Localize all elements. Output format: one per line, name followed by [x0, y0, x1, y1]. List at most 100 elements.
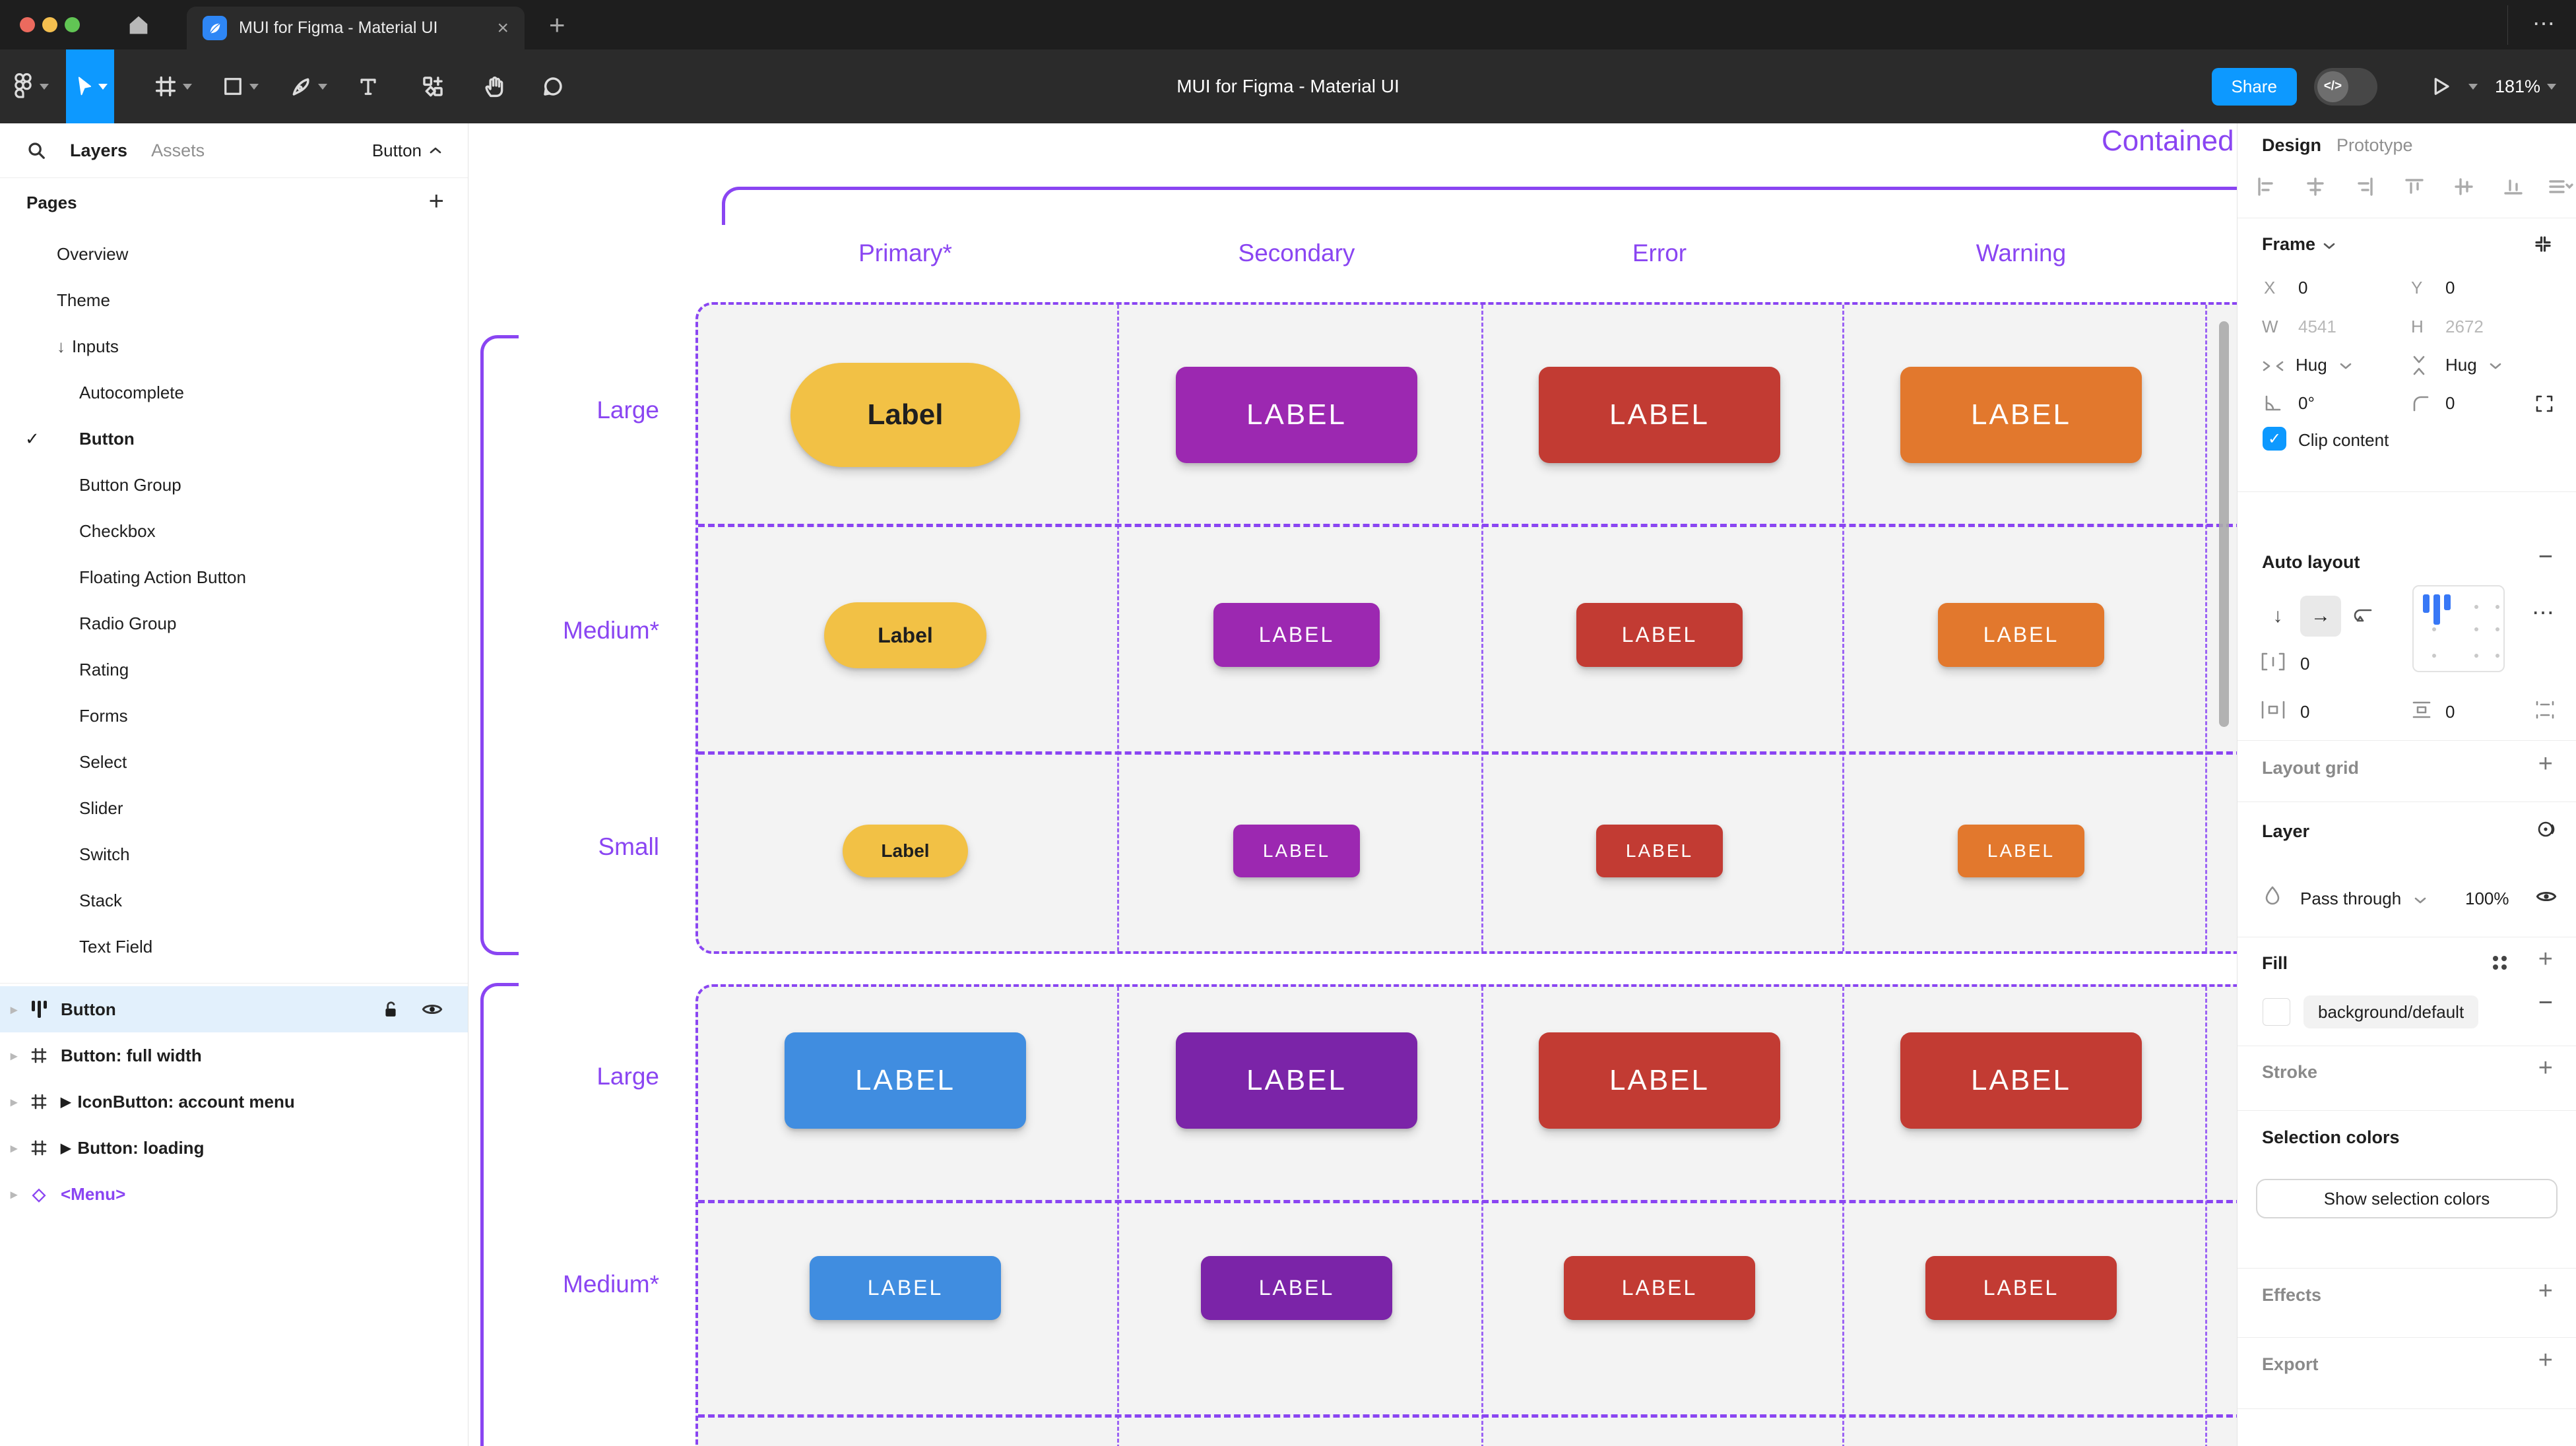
page-item-slider[interactable]: Slider	[79, 798, 123, 818]
zoom-level-control[interactable]: 181%	[2495, 77, 2556, 97]
blend-mode-icon[interactable]	[2536, 819, 2556, 839]
align-top-icon[interactable]	[2403, 175, 2426, 198]
canvas-button[interactable]: LABEL	[1539, 367, 1780, 463]
align-bottom-icon[interactable]	[2502, 175, 2525, 198]
canvas-button[interactable]: LABEL	[1201, 1256, 1392, 1320]
frame-tool-button[interactable]	[150, 49, 197, 123]
layer-row-iconbutton-account-menu[interactable]: ▸ ▶ IconButton: account menu	[11, 1091, 295, 1112]
tab-assets[interactable]: Assets	[151, 140, 205, 160]
canvas-button[interactable]: Label	[843, 825, 968, 877]
move-tool-button[interactable]	[66, 49, 114, 123]
x-value[interactable]: 0	[2298, 278, 2308, 298]
share-button[interactable]: Share	[2211, 67, 2297, 106]
layer-row-button-full-width[interactable]: ▸ Button: full width	[11, 1045, 202, 1065]
disclosure-caret-icon[interactable]: ▸	[11, 1094, 18, 1110]
fill-styles-icon[interactable]	[2493, 956, 2507, 970]
browser-tab[interactable]: MUI for Figma - Material UI ×	[187, 7, 525, 49]
page-item-radio-group[interactable]: Radio Group	[79, 613, 177, 633]
rotation-value[interactable]: 0°	[2298, 393, 2315, 413]
align-horizontal-center-icon[interactable]	[2304, 175, 2327, 198]
components-tool-button[interactable]	[416, 49, 450, 123]
auto-layout-alignment-box[interactable]	[2412, 585, 2505, 672]
auto-layout-wrap-icon[interactable]	[2351, 605, 2375, 627]
canvas-button[interactable]: LABEL	[785, 1032, 1026, 1129]
collapse-panel-icon[interactable]	[2533, 234, 2553, 254]
tab-layers[interactable]: Layers	[70, 140, 128, 160]
main-menu-button[interactable]	[11, 49, 51, 123]
height-value[interactable]: 2672	[2445, 317, 2484, 336]
horizontal-padding-value[interactable]: 0	[2300, 702, 2310, 722]
canvas-scrollbar[interactable]	[2219, 321, 2229, 727]
distribute-menu-icon[interactable]	[2546, 175, 2574, 198]
unlock-icon[interactable]	[382, 999, 399, 1019]
align-vertical-center-icon[interactable]	[2453, 175, 2475, 198]
remove-auto-layout-button[interactable]: −	[2538, 543, 2553, 571]
frame-section-header[interactable]: Frame	[2262, 234, 2316, 254]
fill-color-swatch[interactable]	[2263, 998, 2290, 1026]
auto-layout-right-button-selected[interactable]: →	[2300, 596, 2341, 637]
page-item-fab[interactable]: Floating Action Button	[79, 567, 246, 587]
y-value[interactable]: 0	[2445, 278, 2455, 298]
corner-radius-value[interactable]: 0	[2445, 393, 2455, 413]
align-left-icon[interactable]	[2255, 175, 2277, 198]
show-selection-colors-button[interactable]: Show selection colors	[2256, 1179, 2558, 1218]
add-layout-grid-button[interactable]: +	[2538, 750, 2553, 778]
gap-value[interactable]: 0	[2300, 654, 2310, 674]
blend-mode-value[interactable]: Pass through	[2300, 889, 2402, 908]
canvas-button[interactable]: LABEL	[1900, 367, 2142, 463]
canvas-button[interactable]: LABEL	[1900, 1032, 2142, 1129]
section-title[interactable]: Contained	[2102, 125, 2234, 157]
tab-prototype[interactable]: Prototype	[2336, 135, 2413, 155]
canvas-button[interactable]: LABEL	[1213, 603, 1380, 667]
dev-mode-toggle[interactable]: </>	[2313, 67, 2377, 106]
vertical-padding-value[interactable]: 0	[2445, 702, 2455, 722]
disclosure-caret-icon[interactable]: ▸	[11, 1048, 18, 1063]
page-item-button-current[interactable]: ✓Button	[25, 428, 135, 449]
minimize-window-button[interactable]	[42, 17, 57, 32]
present-play-icon[interactable]	[2431, 76, 2451, 97]
text-tool-button[interactable]	[353, 49, 383, 123]
independent-corners-icon[interactable]	[2534, 394, 2554, 414]
remove-fill-button[interactable]: −	[2538, 989, 2553, 1017]
component-page-selector[interactable]: Button	[372, 141, 441, 161]
layer-visibility-eye-icon[interactable]	[2536, 889, 2557, 904]
hug-vertical-value[interactable]: Hug	[2445, 355, 2477, 375]
page-item-select[interactable]: Select	[79, 751, 127, 772]
page-item-autocomplete[interactable]: Autocomplete	[79, 382, 184, 402]
canvas-button[interactable]: LABEL	[1539, 1032, 1780, 1129]
browser-more-icon[interactable]: ⋯	[2532, 11, 2558, 36]
page-item-theme[interactable]: Theme	[57, 290, 110, 310]
hand-tool-button[interactable]	[478, 49, 511, 123]
canvas-button[interactable]: Label	[824, 602, 986, 668]
canvas-button[interactable]: LABEL	[810, 1256, 1001, 1320]
close-tab-icon[interactable]: ×	[497, 16, 509, 39]
home-icon[interactable]	[125, 12, 152, 38]
align-right-icon[interactable]	[2354, 175, 2376, 198]
close-window-button[interactable]	[20, 17, 35, 32]
page-item-forms[interactable]: Forms	[79, 705, 128, 726]
tab-design[interactable]: Design	[2262, 135, 2322, 155]
page-item-overview[interactable]: Overview	[57, 243, 129, 264]
add-effect-button[interactable]: +	[2538, 1277, 2553, 1305]
canvas-button[interactable]: Label	[790, 363, 1020, 467]
canvas-button[interactable]: LABEL	[1596, 825, 1723, 877]
visibility-eye-icon[interactable]	[422, 1001, 443, 1017]
new-tab-button[interactable]: +	[549, 9, 565, 40]
disclosure-caret-icon[interactable]: ▸	[11, 1187, 18, 1202]
add-stroke-button[interactable]: +	[2538, 1054, 2553, 1082]
canvas-button[interactable]: LABEL	[1925, 1256, 2117, 1320]
width-value[interactable]: 4541	[2298, 317, 2336, 336]
comment-tool-button[interactable]	[536, 49, 570, 123]
add-export-button[interactable]: +	[2538, 1346, 2553, 1374]
canvas-button[interactable]: LABEL	[1576, 603, 1743, 667]
page-item-switch[interactable]: Switch	[79, 844, 130, 864]
hug-horizontal-value[interactable]: Hug	[2296, 355, 2327, 375]
page-item-inputs[interactable]: ↓Inputs	[57, 336, 119, 356]
page-item-rating[interactable]: Rating	[79, 659, 129, 679]
present-chevron-icon[interactable]	[2468, 83, 2478, 90]
canvas-button[interactable]: LABEL	[1958, 825, 2084, 877]
maximize-window-button[interactable]	[65, 17, 80, 32]
independent-padding-icon[interactable]	[2534, 699, 2556, 720]
design-canvas[interactable]: Contained Primary* Secondary Error Warni…	[469, 123, 2237, 1446]
add-page-button[interactable]: +	[428, 187, 444, 216]
